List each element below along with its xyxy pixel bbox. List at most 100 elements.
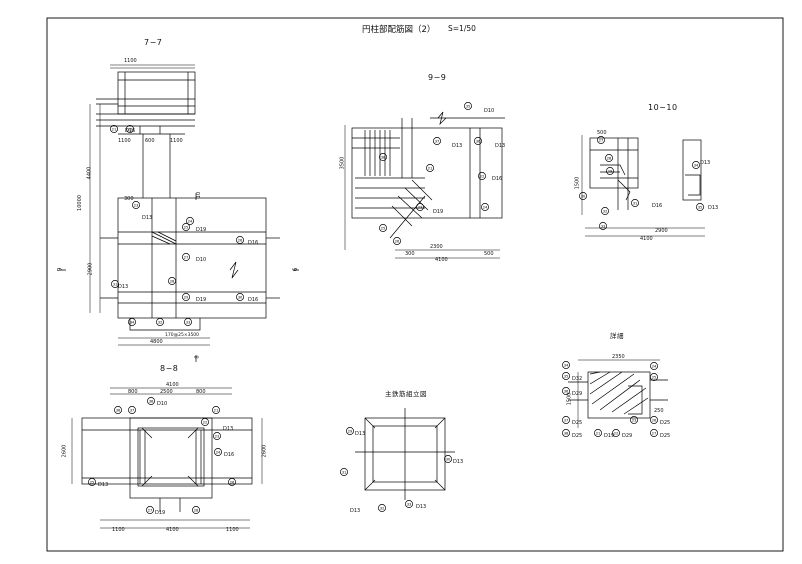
view-8-8 (71, 387, 263, 529)
bar-mark-circle (378, 504, 386, 512)
bar-mark-number: 32 (380, 506, 385, 510)
dim-label: 800 (128, 389, 138, 395)
bar-mark-number: 38 (149, 399, 154, 403)
bar-mark-number: 36 (476, 139, 481, 143)
bar-mark-circle (340, 468, 348, 476)
bar-label: D13 (453, 459, 464, 465)
bar-label: D13 (350, 508, 361, 514)
bar-label: D25 (660, 420, 671, 426)
bar-mark-circle (212, 406, 220, 414)
bar-mark-circle (650, 416, 658, 424)
bar-mark-number: 24 (216, 450, 221, 454)
bar-label: D13 (98, 482, 109, 488)
bar-mark-number: 37 (435, 139, 440, 143)
bar-mark-circle (416, 203, 424, 211)
bar-mark-number: 29 (608, 169, 613, 173)
bar-mark-number: 37 (130, 408, 135, 412)
bar-mark-number: 38 (564, 431, 569, 435)
dim-label: 2600 (61, 444, 68, 458)
dim-label: 250 (654, 408, 664, 414)
dim-label: 1100 (118, 138, 131, 144)
bar-mark-number: 34 (564, 363, 569, 367)
bar-label: D16 (125, 128, 136, 134)
bar-mark-circle (146, 506, 154, 514)
bar-mark-circle (562, 416, 570, 424)
bar-mark-circle (184, 318, 192, 326)
dim-label: 1100 (112, 527, 125, 533)
bar-label: D13 (495, 143, 506, 149)
bar-mark-circle (474, 137, 482, 145)
bar-mark-circle (405, 500, 413, 508)
bar-mark-number: 27 (652, 431, 657, 435)
bar-mark-number: 26 (652, 418, 657, 422)
cut-mark-upper: 10 (196, 191, 203, 199)
dim-label: 800 (196, 389, 206, 395)
dim-label: 4100 (166, 382, 179, 388)
view-7-7 (60, 64, 299, 362)
bar-mark-number: 32 (603, 209, 608, 213)
bar-mark-number: 26 (238, 238, 243, 242)
bar-mark-circle (464, 102, 472, 110)
dim-label: 170@25×3500 (165, 333, 200, 338)
dim-label: 1500 (574, 176, 581, 190)
bar-label: D10 (484, 108, 495, 114)
bar-mark-circle (228, 478, 236, 486)
bar-mark-number: 25 (184, 225, 189, 229)
dim-label: 600 (145, 138, 155, 144)
view-9-9 (344, 111, 505, 259)
bar-mark-circle (128, 406, 136, 414)
bar-mark-number: 35 (698, 205, 703, 209)
bar-label: D13 (355, 431, 366, 437)
bar-mark-circle (630, 416, 638, 424)
bar-mark-circle (594, 429, 602, 437)
bar-mark-number: 31 (633, 201, 638, 205)
bar-mark-circle (214, 448, 222, 456)
bar-mark-number: 25 (90, 480, 95, 484)
bar-mark-circle (182, 223, 190, 231)
bar-mark-circle (606, 167, 614, 175)
section-title-7-7: 7−7 (144, 38, 163, 47)
bar-mark-circle (692, 161, 700, 169)
bar-mark-circle (379, 153, 387, 161)
dim-label: 1100 (226, 527, 239, 533)
bar-mark-circle (114, 406, 122, 414)
bar-mark-circle (110, 125, 118, 133)
view-main-bar (355, 408, 455, 500)
bar-mark-circle (426, 164, 434, 172)
section-title-10-10: 10−10 (648, 103, 678, 112)
dim-label: 4100 (166, 527, 179, 533)
bar-mark-circle (213, 432, 221, 440)
dim-label: 500 (597, 130, 607, 136)
bar-mark-number: 30 (581, 194, 586, 198)
bar-label: D13 (700, 160, 711, 166)
bar-mark-circle (128, 318, 136, 326)
bar-mark-number: 29 (348, 429, 353, 433)
bar-mark-circle (562, 387, 570, 395)
bar-mark-circle (478, 172, 486, 180)
bar-label: D16 (492, 176, 503, 182)
bar-mark-number: 29 (184, 295, 189, 299)
bar-mark-circle (601, 207, 609, 215)
bar-mark-number: 35 (466, 104, 471, 108)
bar-mark-circle (562, 361, 570, 369)
bar-mark-number: 36 (116, 408, 121, 412)
bar-label: D29 (572, 391, 583, 397)
bar-mark-number: 33 (186, 320, 191, 324)
bar-mark-number: 36 (564, 389, 569, 393)
bar-mark-circle (201, 418, 209, 426)
bar-mark-number: 30 (446, 457, 451, 461)
dim-label: 4100 (435, 257, 448, 263)
view-detail (568, 359, 668, 428)
sheet-title: 円柱部配筋図（2） (362, 25, 436, 35)
bar-mark-number: 33 (601, 224, 606, 228)
bar-mark-number: 34 (130, 320, 135, 324)
bar-mark-circle (562, 372, 570, 380)
bar-mark-circle (156, 318, 164, 326)
bar-mark-number: 34 (694, 163, 699, 167)
bar-mark-number: 37 (564, 418, 569, 422)
bar-mark-number: 28 (194, 508, 199, 512)
bar-mark-circle (605, 154, 613, 162)
bar-mark-number: 23 (134, 203, 139, 207)
bar-mark-circle (631, 199, 639, 207)
